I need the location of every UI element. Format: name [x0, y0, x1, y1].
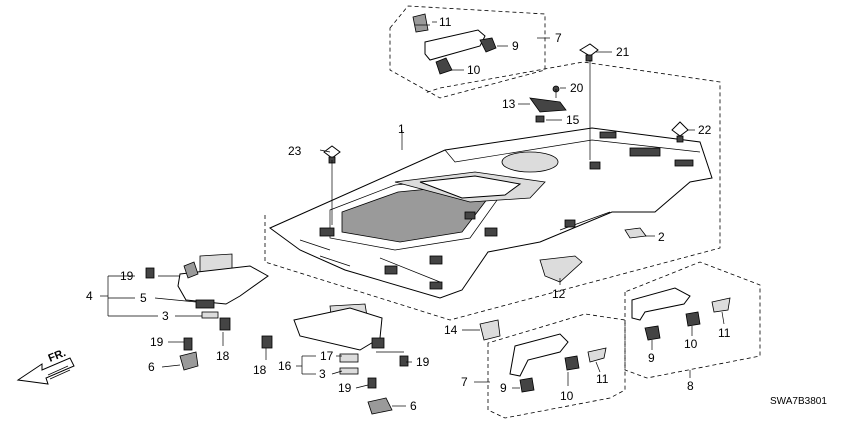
callout-7-upper: 7: [555, 31, 562, 45]
callout-2: 2: [658, 230, 665, 244]
leader-lines: [100, 21, 725, 407]
callout-5: 5: [140, 291, 147, 305]
callout-17: 17: [320, 349, 334, 363]
group-box-top-handle: [389, 5, 546, 99]
callout-22: 22: [698, 123, 712, 137]
callout-9-upper: 9: [512, 39, 519, 53]
callout-19-visor-right: 19: [416, 355, 430, 369]
callout-6-left: 6: [148, 360, 155, 374]
sun-visor-left: [145, 253, 269, 371]
callout-labels: 1 2 3 3 4 5 6 6 7 7 8 9 9 9 10 10 10 11 …: [86, 15, 731, 413]
group-box-headliner: [264, 61, 721, 321]
callout-19-visor-left: 19: [120, 269, 134, 283]
callout-18-left: 18: [216, 349, 230, 363]
callout-3-right: 3: [319, 367, 326, 381]
coat-hook: [479, 319, 501, 341]
callout-8: 8: [687, 379, 694, 393]
callout-4: 4: [86, 289, 93, 303]
callout-1: 1: [398, 122, 405, 136]
diagram-code: SWA7B3801: [770, 396, 827, 407]
assist-grip-front: [509, 333, 607, 393]
callout-11-rear: 11: [718, 326, 731, 340]
callout-11-upper: 11: [439, 15, 452, 29]
callout-7-lower: 7: [461, 375, 468, 389]
callout-9-front: 9: [500, 381, 507, 395]
assist-grip-upper: [412, 13, 497, 75]
callout-10-upper: 10: [467, 63, 481, 77]
fasteners-upper: [323, 43, 689, 283]
callout-13: 13: [502, 97, 516, 111]
callout-14: 14: [444, 323, 458, 337]
callout-10-rear: 10: [684, 337, 698, 351]
callout-20: 20: [570, 81, 584, 95]
sun-visor-right: [261, 303, 409, 415]
callout-21: 21: [616, 45, 630, 59]
front-direction-arrow: [16, 357, 75, 385]
assist-grip-rear: [631, 287, 731, 341]
callout-16: 16: [278, 359, 292, 373]
callout-11-front: 11: [596, 372, 609, 386]
callout-6-right: 6: [410, 399, 417, 413]
callout-18-right: 18: [253, 363, 267, 377]
callout-19-lower-left: 19: [150, 335, 164, 349]
group-box-front-handle: [487, 313, 626, 419]
headliner: [269, 127, 713, 299]
callout-3-left: 3: [162, 309, 169, 323]
callout-10-front: 10: [560, 389, 574, 403]
callout-12: 12: [552, 287, 566, 301]
callout-15: 15: [566, 113, 580, 127]
callout-23: 23: [288, 144, 302, 158]
group-box-rear-handle: [624, 261, 761, 379]
callout-9-rear: 9: [648, 351, 655, 365]
callout-19-lower-right: 19: [338, 381, 352, 395]
